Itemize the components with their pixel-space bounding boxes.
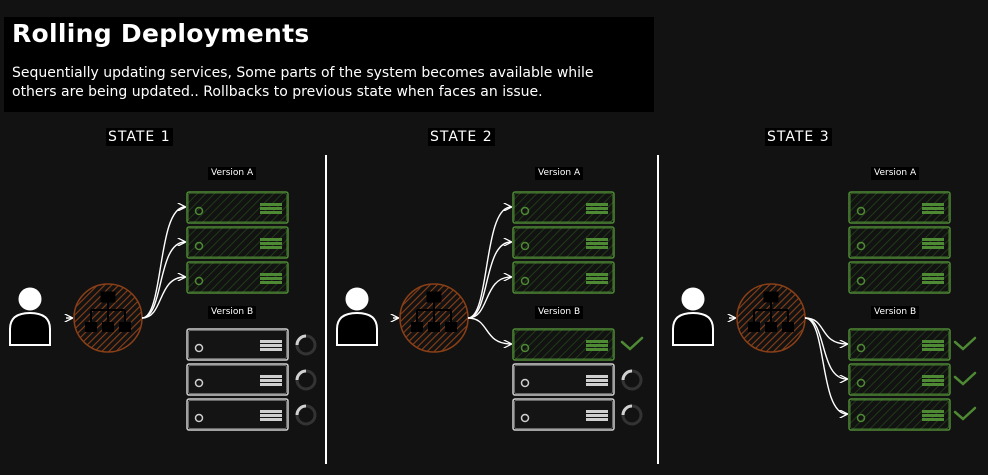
state-2-version-b-2-spinner-icon [621, 369, 643, 391]
state-3-version-b-label: Version B [871, 306, 920, 319]
state-3-version-b-3-checkmark-icon [953, 406, 977, 421]
state-2-version-b-3-spinner-icon [621, 404, 643, 426]
state-2-version-b-server-2 [512, 363, 615, 396]
state-3-version-b-2-checkmark-icon [953, 371, 977, 386]
state-1-version-b-label: Version B [208, 306, 257, 319]
state-2-version-a-server-1 [512, 191, 615, 224]
state-2-version-b-1-checkmark-icon [620, 336, 644, 351]
state-3-load-balancer-icon [736, 283, 806, 353]
state-1-version-b-1-spinner-icon [295, 334, 317, 356]
state-3-version-a-label: Version A [871, 167, 920, 180]
state-2-load-balancer-icon [399, 283, 469, 353]
state-3-label: STATE 3 [765, 128, 832, 146]
state-1-version-b-3-spinner-icon [295, 404, 317, 426]
state-2-route-arrow-3 [467, 277, 511, 319]
state-1-version-b-server-3 [186, 398, 289, 431]
state-2-route-arrow-1 [467, 207, 511, 319]
state-1-route-arrow-1 [141, 207, 185, 319]
state-1-route-arrow-2 [141, 242, 185, 319]
state-1-version-a-server-3 [186, 261, 289, 294]
state-3-route-arrow-3 [804, 317, 847, 414]
header-panel: Rolling Deployments Sequentially updatin… [4, 17, 654, 112]
page-title: Rolling Deployments [12, 19, 310, 48]
state-divider-2 [657, 155, 659, 464]
state-3-version-b-1-checkmark-icon [953, 336, 977, 351]
state-2-version-a-label: Version A [535, 167, 584, 180]
state-2-version-a-server-3 [512, 261, 615, 294]
state-3-version-b-server-3 [848, 398, 951, 431]
state-3-route-arrow-2 [804, 317, 847, 379]
state-1-version-b-server-1 [186, 328, 289, 361]
state-1-load-balancer-icon [73, 283, 143, 353]
state-3-version-b-server-1 [848, 328, 951, 361]
state-1-user-icon [9, 287, 51, 346]
state-divider-1 [325, 155, 327, 464]
state-2-version-b-label: Version B [535, 306, 584, 319]
state-1-label: STATE 1 [106, 128, 173, 146]
state-2-version-a-server-2 [512, 226, 615, 259]
state-2-route-arrow-2 [467, 242, 511, 319]
state-1-route-arrow-3 [141, 277, 185, 319]
state-2-version-b-server-3 [512, 398, 615, 431]
state-2-label: STATE 2 [428, 128, 495, 146]
state-3-version-a-server-2 [848, 226, 951, 259]
state-1-version-a-server-2 [186, 226, 289, 259]
state-3-user-icon [672, 287, 714, 346]
state-1-version-b-2-spinner-icon [295, 369, 317, 391]
state-2-user-icon [336, 287, 378, 346]
state-1-version-a-server-1 [186, 191, 289, 224]
state-2-version-b-server-1 [512, 328, 615, 361]
state-3-version-b-server-2 [848, 363, 951, 396]
page-description: Sequentially updating services, Some par… [12, 65, 594, 100]
state-2-route-arrow-4 [467, 317, 511, 344]
state-1-version-b-server-2 [186, 363, 289, 396]
state-3-version-a-server-1 [848, 191, 951, 224]
state-3-version-a-server-3 [848, 261, 951, 294]
state-1-version-a-label: Version A [208, 167, 257, 180]
